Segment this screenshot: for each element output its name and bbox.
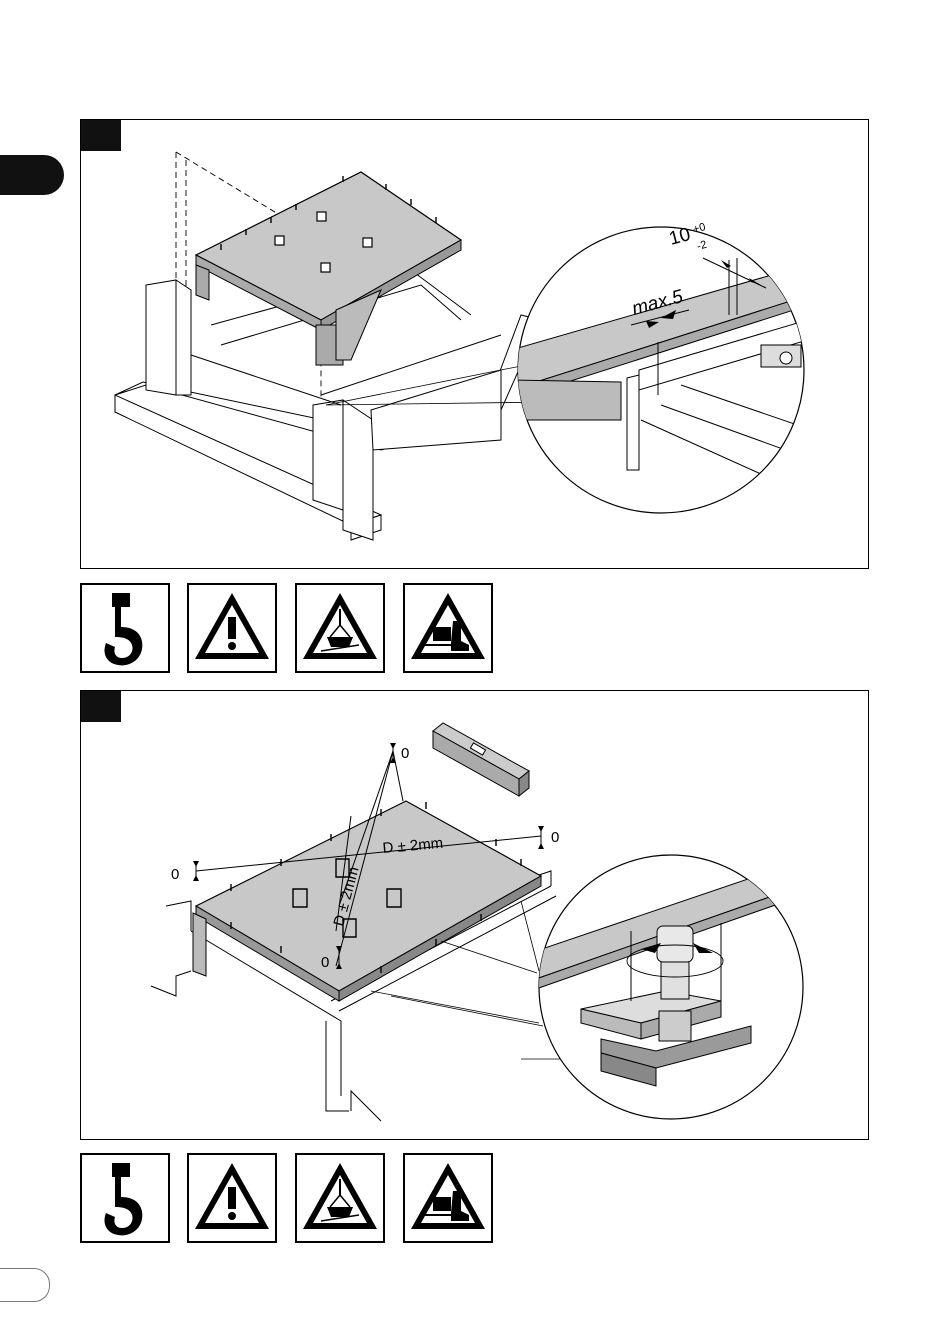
suspended-load-warning-icon: [295, 583, 385, 673]
dock-leveller-drawing-2: 0 0 0 0 D ± 2mm D ± 2mm: [81, 691, 869, 1140]
zero-label-bottom: 0: [321, 954, 329, 971]
page-number-oval: [0, 1268, 50, 1302]
figure-panel-1: 10 +0 -2 max.5: [80, 119, 869, 569]
zero-label-left: 0: [171, 866, 179, 883]
zero-label-top: 0: [401, 745, 409, 762]
suspended-load-warning-icon: [295, 1153, 385, 1243]
figure-panel-2: 0 0 0 0 D ± 2mm D ± 2mm: [80, 690, 869, 1140]
crane-hook-icon: [80, 583, 170, 673]
crushing-foot-warning-icon: [403, 1153, 493, 1243]
general-warning-icon: [187, 1153, 277, 1243]
crane-hook-icon: [80, 1153, 170, 1243]
crushing-foot-warning-icon: [403, 583, 493, 673]
zero-label-right: 0: [551, 829, 559, 846]
safety-icon-row-1: [80, 583, 500, 675]
section-tab-marker: [0, 155, 64, 195]
dock-leveller-drawing-1: 10 +0 -2 max.5: [81, 120, 869, 569]
general-warning-icon: [187, 583, 277, 673]
safety-icon-row-2: [80, 1153, 500, 1245]
